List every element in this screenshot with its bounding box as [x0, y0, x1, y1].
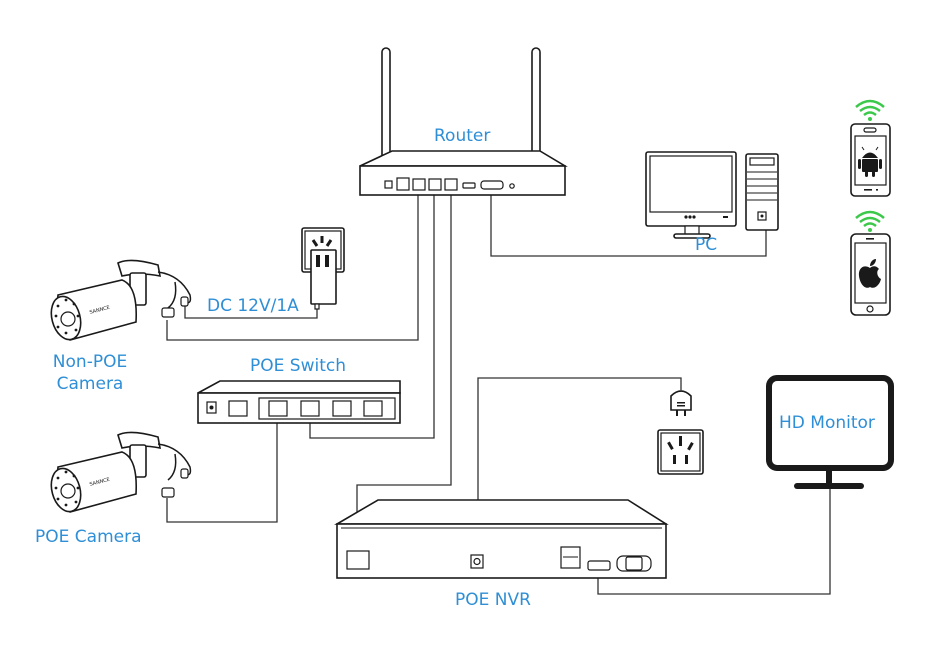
wire-outlet-to-nvr — [477, 377, 682, 553]
wire-router-to-poe-switch — [309, 192, 435, 439]
router-label: Router — [434, 126, 491, 146]
desktop-computer-icon — [645, 151, 779, 239]
wire-adapter-to-camera — [184, 305, 318, 319]
dc-power-label: DC 12V/1A — [207, 296, 299, 316]
poe-camera-label: POE Camera — [35, 527, 142, 547]
poe-nvr-label: POE NVR — [455, 590, 531, 610]
pc-label: PC — [695, 235, 718, 255]
poe-switch-label: POE Switch — [250, 356, 346, 376]
power-adapter-icon — [301, 227, 345, 310]
router-icon — [359, 47, 568, 196]
non-poe-camera-label-line2: Camera — [56, 374, 124, 394]
wifi-icon-iphone — [855, 210, 885, 232]
wire-router-to-pc — [490, 192, 767, 257]
svg-text:SANNCE: SANNCE — [89, 305, 111, 316]
power-plug-icon — [670, 390, 692, 416]
poe-camera-icon: SANNCE — [50, 431, 192, 513]
wall-outlet-icon — [657, 429, 704, 475]
svg-text:SANNCE: SANNCE — [89, 477, 111, 488]
network-switch-icon — [197, 380, 401, 424]
android-phone-icon — [850, 123, 891, 197]
monitor-icon — [766, 375, 894, 489]
wifi-icon-android — [855, 99, 885, 121]
nvr-icon — [334, 499, 669, 579]
non-poe-camera-icon: SANNCE — [50, 259, 192, 341]
wire-nvr-to-monitor — [597, 488, 831, 595]
non-poe-camera-label-line1: Non-POE — [52, 352, 128, 372]
wire-router-to-non-poe-camera — [166, 192, 419, 341]
wire-switch-to-poe-camera — [166, 420, 278, 523]
hd-monitor-label: HD Monitor — [779, 413, 875, 433]
wires — [166, 192, 831, 595]
apple-phone-icon — [850, 233, 891, 316]
